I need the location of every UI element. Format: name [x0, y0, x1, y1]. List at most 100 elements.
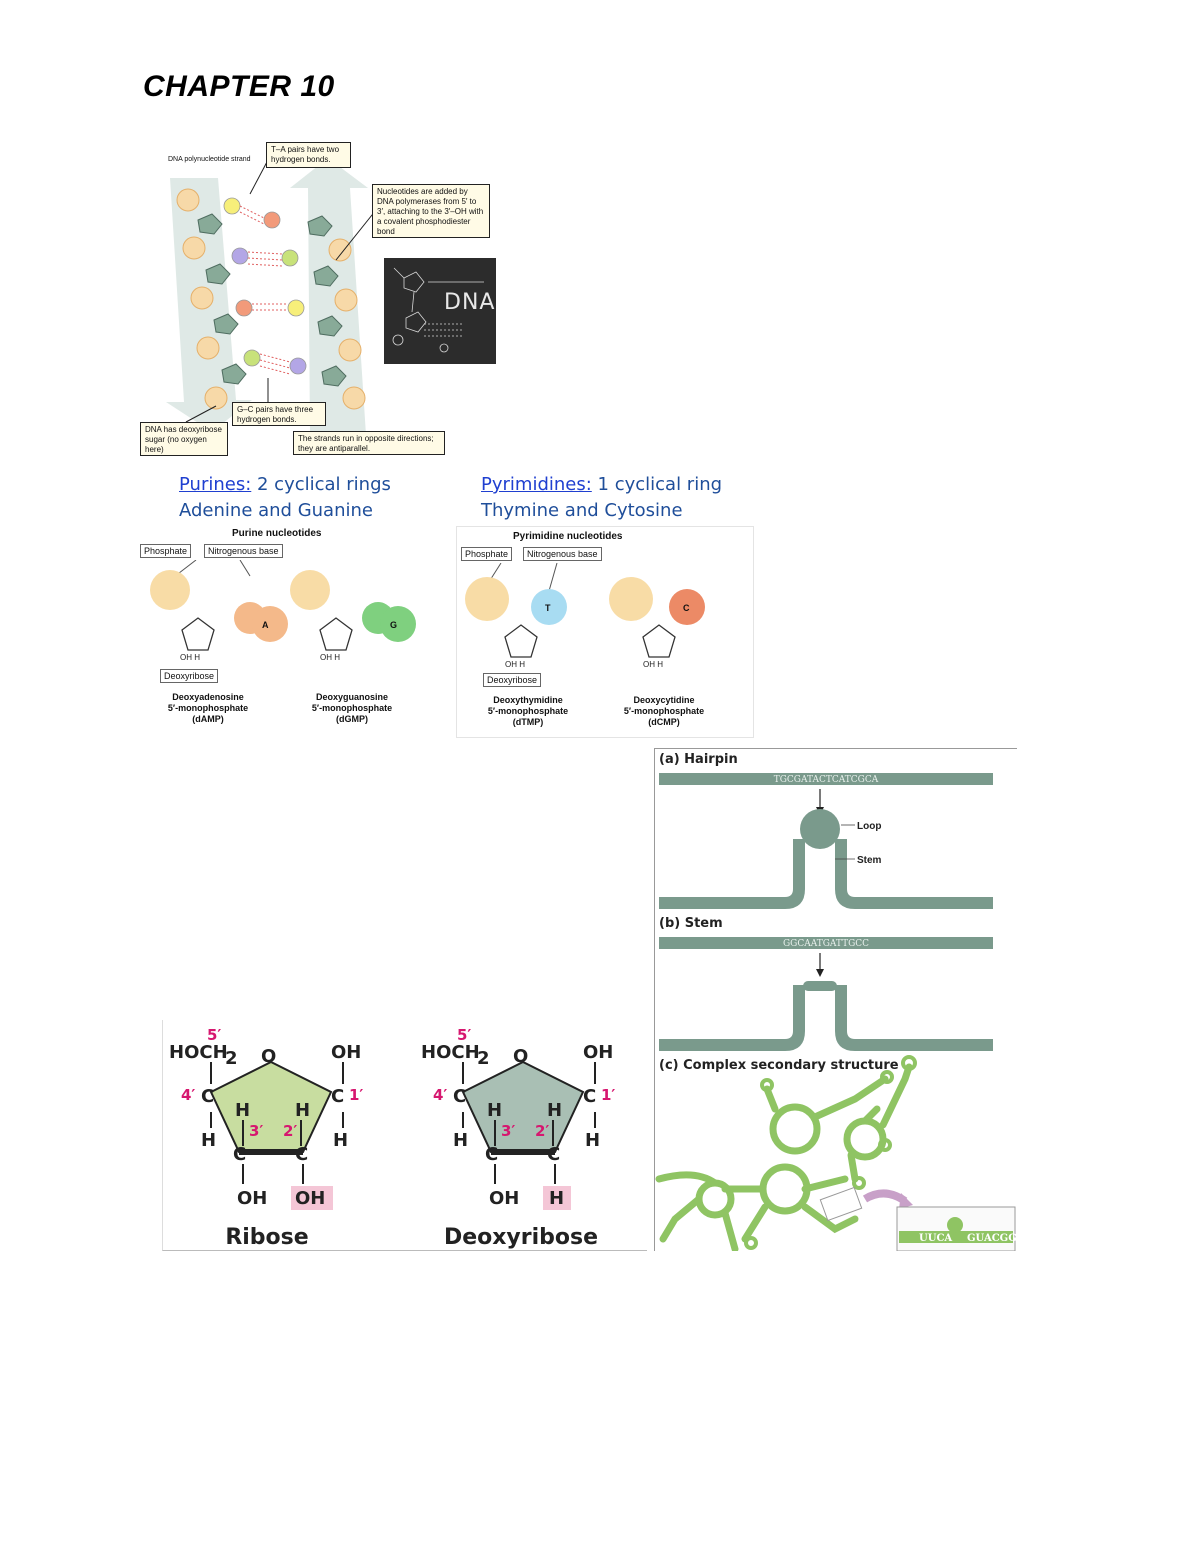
pyrimidine-abbrev-c: (dCMP)	[648, 717, 680, 727]
pyrimidine-deoxyribose-tag: Deoxyribose	[483, 673, 542, 687]
deoxy-1-prime: 1′	[601, 1086, 615, 1104]
chalkboard-drawing	[392, 267, 484, 353]
deoxy-c3: C	[485, 1144, 498, 1165]
deoxy-c1-h: H	[585, 1130, 600, 1151]
deoxy-c2-h-highlight: H	[549, 1188, 564, 1209]
ribose-c1-oh: OH	[331, 1042, 361, 1063]
ribose-c2: C	[295, 1144, 308, 1165]
purine-abbrev-g: (dGMP)	[336, 714, 368, 724]
complex-structure-label: (c) Complex secondary structure	[659, 1058, 899, 1073]
deoxy-3-prime: 3′	[501, 1122, 515, 1140]
dna-structure-figure: DNA polynucleotide strand T–A pairs have…	[140, 140, 500, 460]
purine-abbrev-a: (dAMP)	[192, 714, 224, 724]
deoxy-2-prime: 2′	[535, 1122, 549, 1140]
deoxy-hoch2-subscript: 2	[477, 1048, 490, 1069]
ribose-c2-h: H	[295, 1100, 310, 1121]
ribose-c4-h: H	[201, 1130, 216, 1151]
pyrimidine-name-c-line1: Deoxycytidine	[633, 695, 695, 705]
purine-name-a: Deoxyadenosine 5′-monophosphate (dAMP)	[158, 692, 258, 725]
rna-structures-svg: (a) Hairpin TGCGATACTCATCGCA Loop Stem (…	[655, 752, 1017, 1253]
deoxy-c2-h: H	[547, 1100, 562, 1121]
pyrimidine-name-c: Deoxycytidine 5′-monophosphate (dCMP)	[611, 695, 717, 728]
pyrimidine-figure-title: Pyrimidine nucleotides	[513, 531, 623, 542]
deoxy-ring-oxygen: O	[513, 1046, 528, 1067]
pyrimidines-heading-link[interactable]: Pyrimidines:	[481, 474, 592, 495]
pyrimidine-name-t: Deoxythymidine 5′-monophosphate (dTMP)	[475, 695, 581, 728]
stem-pointer-label: Stem	[857, 855, 882, 866]
svg-text:OH H: OH H	[180, 653, 200, 662]
purine-name-g-line2: 5′-monophosphate	[311, 703, 393, 713]
pyrimidines-heading: Pyrimidines: 1 cyclical ring Thymine and…	[481, 472, 722, 524]
purine-name-g-line1: Deoxyguanosine	[315, 692, 389, 702]
sugar-structures-svg: 5′ HOCH 2 O OH 4′ C C 1′ H H 3′ 2′ H H C…	[169, 1026, 615, 1250]
ribose-c3-oh: OH	[237, 1188, 267, 1209]
rna-secondary-structure-figure: (a) Hairpin TGCGATACTCATCGCA Loop Stem (…	[654, 748, 1017, 1253]
hairpin-sequence: TGCGATACTCATCGCA	[774, 775, 879, 785]
callout-ta-pairs: T–A pairs have two hydrogen bonds.	[266, 142, 351, 168]
deoxy-c2: C	[547, 1144, 560, 1165]
svg-text:OH H: OH H	[320, 653, 340, 662]
ribose-5-prime: 5′	[207, 1026, 221, 1044]
deoxy-c4: C	[453, 1086, 466, 1107]
pyrimidine-base-t: T	[545, 603, 551, 613]
ribose-hoch2-subscript: 2	[225, 1048, 238, 1069]
callout-gc-pairs: G–C pairs have three hydrogen bonds.	[232, 402, 326, 426]
purine-name-a-line2: 5′-monophosphate	[167, 703, 249, 713]
deoxyribose-structure: 5′ HOCH 2 O OH 4′ C C 1′ H H 3′ 2′ H H C…	[421, 1026, 615, 1250]
deoxyribose-label: Deoxyribose	[444, 1225, 598, 1250]
purine-nucleotides-figure: Purine nucleotides Phosphate Nitrogenous…	[140, 526, 440, 736]
purines-subheading: Adenine and Guanine	[179, 500, 373, 521]
pyrimidine-name-t-line1: Deoxythymidine	[493, 695, 563, 705]
pyrimidine-name-c-line2: 5′-monophosphate	[623, 706, 705, 716]
deoxy-c1: C	[583, 1086, 596, 1107]
deoxy-4-prime: 4′	[433, 1086, 447, 1104]
callout-nucleotides-added: Nucleotides are added by DNA polymerases…	[372, 184, 490, 238]
pyrimidine-structures: T C OH H OH H	[465, 563, 705, 669]
pyrimidine-base-tag: Nitrogenous base	[523, 547, 602, 561]
deoxy-5-prime: 5′	[457, 1026, 471, 1044]
deoxy-c4-h: H	[453, 1130, 468, 1151]
ribose-c1: C	[331, 1086, 344, 1107]
ribose-c1-h: H	[333, 1130, 348, 1151]
callout-antiparallel: The strands run in opposite directions; …	[293, 431, 445, 455]
chapter-title: CHAPTER 10	[143, 70, 335, 103]
ribose-c3-h: H	[235, 1100, 250, 1121]
ribose-c3: C	[233, 1144, 246, 1165]
loop-label: Loop	[857, 821, 881, 832]
purine-base-a: A	[262, 620, 269, 630]
purines-heading-link[interactable]: Purines:	[179, 474, 252, 495]
pyrimidines-heading-rest: 1 cyclical ring	[591, 474, 723, 495]
svg-text:OH H: OH H	[505, 660, 525, 669]
chalkboard-dna-image: DNA	[384, 258, 496, 364]
dna-strand-label: DNA polynucleotide strand	[168, 156, 251, 163]
purines-heading: Purines: 2 cyclical rings Adenine and Gu…	[179, 472, 391, 524]
purine-structures: A G OH H OH H	[150, 560, 416, 662]
svg-text:OH H: OH H	[643, 660, 663, 669]
ribose-2-prime: 2′	[283, 1122, 297, 1140]
inset-left-seq: UUCA	[919, 1233, 952, 1244]
deoxy-c1-oh: OH	[583, 1042, 613, 1063]
stem-section-label: (b) Stem	[659, 916, 723, 931]
inset-right-seq: GUACGG	[967, 1233, 1017, 1244]
hairpin-label: (a) Hairpin	[659, 752, 738, 767]
pyrimidine-abbrev-t: (dTMP)	[512, 717, 544, 727]
dna-strand-diagram	[166, 158, 377, 435]
deoxy-hoch2: HOCH	[421, 1042, 480, 1063]
pyrimidine-base-c: C	[683, 603, 690, 613]
ribose-c2-oh: OH	[295, 1188, 325, 1209]
ribose-structure: 5′ HOCH 2 O OH 4′ C C 1′ H H 3′ 2′ H H C…	[169, 1026, 363, 1250]
ribose-hoch2: HOCH	[169, 1042, 228, 1063]
chalkboard-dna-text: DNA	[444, 290, 496, 315]
purine-name-g: Deoxyguanosine 5′-monophosphate (dGMP)	[300, 692, 404, 725]
purine-base-tag: Nitrogenous base	[204, 544, 283, 558]
deoxy-c3-oh: OH	[489, 1188, 519, 1209]
pyrimidine-name-t-line2: 5′-monophosphate	[487, 706, 569, 716]
purine-figure-title: Purine nucleotides	[232, 528, 322, 539]
callout-deoxyribose-sugar: DNA has deoxyribose sugar (no oxygen her…	[140, 422, 228, 456]
purine-base-g: G	[390, 620, 397, 630]
purines-heading-rest: 2 cyclical rings	[251, 474, 391, 495]
purine-name-a-line1: Deoxyadenosine	[172, 692, 244, 702]
ribose-4-prime: 4′	[181, 1086, 195, 1104]
ribose-3-prime: 3′	[249, 1122, 263, 1140]
pyrimidine-nucleotides-figure: Pyrimidine nucleotides Phosphate Nitroge…	[456, 526, 754, 738]
